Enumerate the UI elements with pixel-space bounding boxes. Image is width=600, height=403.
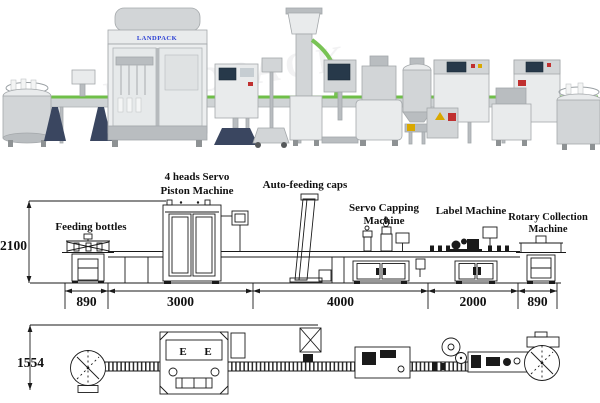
dim-2000: 2000 xyxy=(460,294,487,309)
photo-bottle-gate xyxy=(44,69,112,141)
sv-piston-filler xyxy=(162,199,249,284)
sv-cap-elevator xyxy=(289,193,332,283)
dim-890-right: 890 xyxy=(527,294,548,309)
photo-inkjet-coder xyxy=(214,63,259,145)
photo-coder-head xyxy=(252,57,290,148)
dim-4000: 4000 xyxy=(327,294,354,309)
photo-label-turntable xyxy=(491,87,532,146)
sv-rotary-collection xyxy=(516,235,566,284)
photo-filling-machine: LANDPACK xyxy=(107,7,208,147)
photo-production-line: LANDPACK xyxy=(2,7,600,150)
label-capping-1: Servo Capping xyxy=(349,202,419,214)
tv-mark-e1: E xyxy=(179,346,186,358)
tv-cap-feeder xyxy=(299,327,322,362)
top-view-drawing: 1554 E E xyxy=(17,324,560,395)
photo-buffer-tank xyxy=(402,57,432,145)
sv-transfer-unit xyxy=(415,258,426,277)
dim-3000: 3000 xyxy=(167,294,194,309)
sv-dimension-lines xyxy=(64,283,558,309)
tv-label-machine xyxy=(432,337,531,373)
tv-collect-turntable xyxy=(524,331,560,381)
label-rotary-2: Machine xyxy=(528,224,567,235)
photo-collect-turntable xyxy=(556,82,600,150)
photo-labeler-1 xyxy=(426,59,490,139)
dim-height-2100: 2100 xyxy=(0,238,27,253)
tv-capping-machine xyxy=(354,346,411,379)
sv-dimension-arrows xyxy=(65,288,557,294)
dim-height-1554: 1554 xyxy=(17,355,44,370)
photo-capping-machine xyxy=(355,55,403,146)
machine-logo: LANDPACK xyxy=(137,35,177,42)
photo-control-panel xyxy=(321,59,359,144)
tv-mark-e2: E xyxy=(204,346,211,358)
label-auto-caps: Auto-feeding caps xyxy=(263,179,348,191)
sv-label-machine xyxy=(430,226,509,284)
sv-capping-machine xyxy=(352,217,410,284)
tv-piston-filler xyxy=(159,331,246,395)
label-piston-1: 4 heads Servo xyxy=(165,171,230,183)
photo-feed-turntable xyxy=(2,78,52,147)
label-feeding-bottles: Feeding bottles xyxy=(55,221,127,233)
label-piston-2: Piston Machine xyxy=(160,185,233,197)
label-rotary-1: Rotary Collection xyxy=(508,212,588,223)
tv-feed-turntable xyxy=(70,350,106,393)
side-view-drawing: 2100 Feeding bottles 4 heads Servo Pisto… xyxy=(0,171,588,309)
sv-feeding-bottles-machine xyxy=(62,233,114,284)
dim-890-left: 890 xyxy=(76,294,97,309)
label-label-machine: Label Machine xyxy=(436,205,507,217)
